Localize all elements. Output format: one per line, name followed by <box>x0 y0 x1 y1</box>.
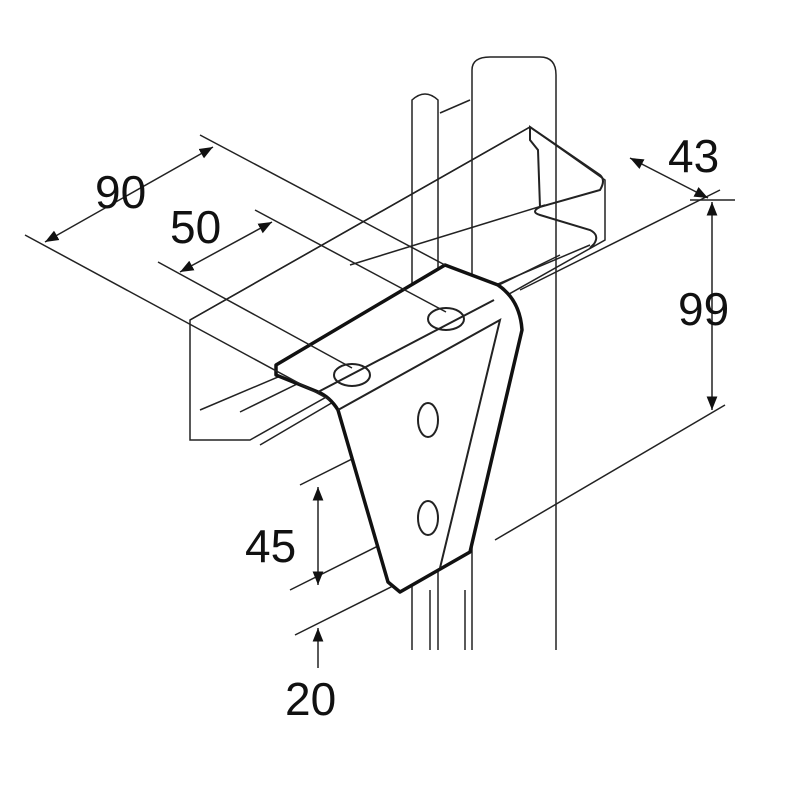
dim-99-label: 99 <box>678 283 729 335</box>
dim-90-label: 90 <box>95 166 146 218</box>
dim-20-label: 20 <box>285 673 336 725</box>
hole <box>333 363 371 387</box>
dim-43-label: 43 <box>668 130 719 182</box>
dim-50-label: 50 <box>170 201 221 253</box>
round-post <box>411 93 439 650</box>
hole <box>427 307 465 331</box>
strut-channel <box>189 99 721 446</box>
bracket <box>274 263 524 594</box>
hole <box>417 500 439 536</box>
hole <box>417 402 439 438</box>
dim-45-label: 45 <box>245 520 296 572</box>
rear-channel-post <box>429 56 557 650</box>
